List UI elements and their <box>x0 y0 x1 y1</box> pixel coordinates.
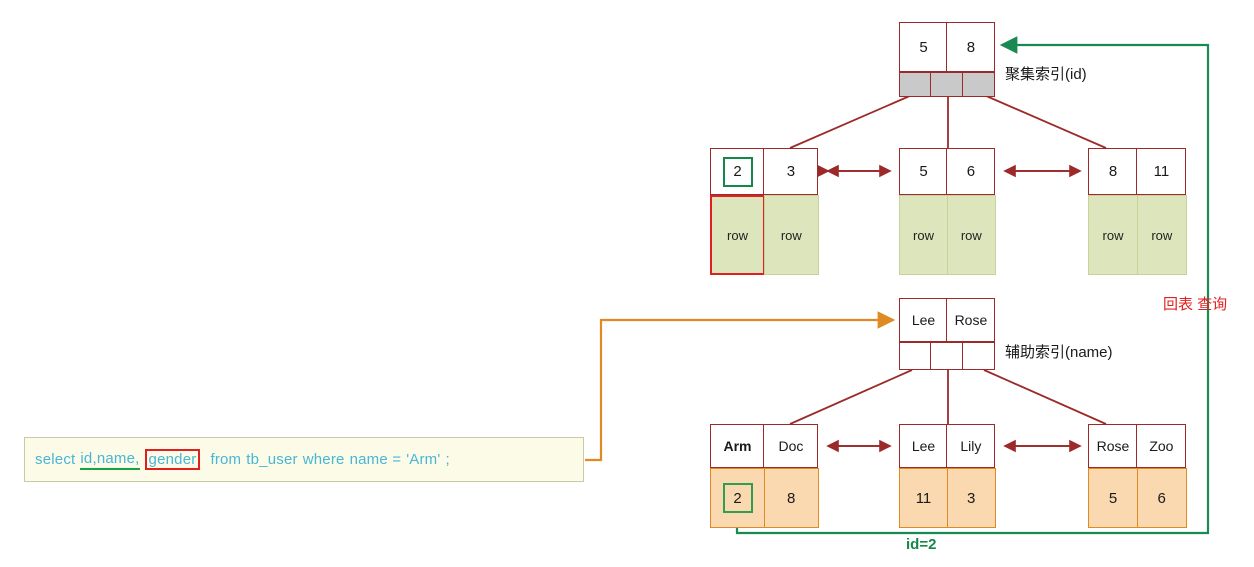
clustered-leaf-1-keys: 5 6 <box>899 148 996 195</box>
sql-predicate-value: 'Arm' <box>406 451 441 468</box>
secondary-leaf-2-key-1: Zoo <box>1136 424 1187 468</box>
clustered-leaf-0-rows: row row <box>710 195 819 275</box>
secondary-leaf-1-key-0: Lee <box>899 424 948 468</box>
secondary-index-label: 辅助索引(name) <box>1005 344 1113 361</box>
secondary-root-key-0: Lee <box>899 298 948 342</box>
clustered-leaf-0-key-0: 2 <box>710 148 765 195</box>
secondary-leaf-0-id-1: 8 <box>763 468 819 528</box>
secondary-leaf-2-ids: 5 6 <box>1088 468 1187 528</box>
secondary-leaf-0-id-0: 2 <box>710 468 765 528</box>
secondary-root-pointer-0 <box>899 342 932 370</box>
sql-keyword-select: select <box>35 451 76 468</box>
clustered-root-keys: 5 8 <box>899 22 996 72</box>
highlight-key-2: 2 <box>722 156 753 187</box>
secondary-leaf-1-key-1: Lily <box>946 424 996 468</box>
sql-table-name: tb_user <box>246 451 298 468</box>
clustered-leaf-0-row-0: row <box>710 195 765 275</box>
clustered-root-key-1: 8 <box>946 22 996 72</box>
secondary-leaf-node-0: Arm Doc 2 8 <box>710 424 819 528</box>
secondary-leaf-0-keys: Arm Doc <box>710 424 819 468</box>
sql-keyword-from: from <box>210 451 242 468</box>
back-to-table-label: 回表 查询 <box>1163 296 1228 313</box>
clustered-leaf-2-row-1: row <box>1136 195 1187 275</box>
sql-predicate-column: name = <box>349 451 402 468</box>
secondary-leaf-1-id-0: 11 <box>899 468 948 528</box>
clustered-leaf-2-keys: 8 11 <box>1088 148 1187 195</box>
secondary-root-pointer-1 <box>930 342 964 370</box>
clustered-leaf-1-key-1: 6 <box>946 148 996 195</box>
clustered-root-pointer-1 <box>930 72 964 97</box>
clustered-leaf-node-0: 2 3 row row <box>710 148 819 275</box>
sql-statement-box: select id,name, gender from tb_user wher… <box>24 437 584 482</box>
clustered-leaf-1-row-1: row <box>946 195 996 275</box>
clustered-leaf-2-rows: row row <box>1088 195 1187 275</box>
clustered-leaf-0-key-1: 3 <box>763 148 819 195</box>
secondary-leaf-0-key-0: Arm <box>710 424 765 468</box>
clustered-root-pointer-0 <box>899 72 932 97</box>
secondary-root-pointers <box>899 342 995 370</box>
secondary-leaf-2-keys: Rose Zoo <box>1088 424 1187 468</box>
sql-keyword-where: where <box>302 451 345 468</box>
clustered-leaf-1-key-0: 5 <box>899 148 948 195</box>
clustered-root-pointers <box>899 72 995 97</box>
clustered-index-label: 聚集索引(id) <box>1005 66 1087 83</box>
clustered-leaf-1-rows: row row <box>899 195 996 275</box>
secondary-leaf-1-id-1: 3 <box>946 468 996 528</box>
secondary-leaf-2-key-0: Rose <box>1088 424 1138 468</box>
secondary-leaf-node-1: Lee Lily 11 3 <box>899 424 996 528</box>
secondary-leaf-2-id-1: 6 <box>1136 468 1187 528</box>
secondary-leaf-1-keys: Lee Lily <box>899 424 996 468</box>
clustered-leaf-0-row-1: row <box>763 195 819 275</box>
clustered-leaf-0-keys: 2 3 <box>710 148 819 195</box>
clustered-root-node: 5 8 <box>899 22 996 97</box>
clustered-root-key-0: 5 <box>899 22 948 72</box>
clustered-leaf-2-key-0: 8 <box>1088 148 1138 195</box>
clustered-leaf-1-row-0: row <box>899 195 948 275</box>
clustered-leaf-node-1: 5 6 row row <box>899 148 996 275</box>
secondary-root-keys: Lee Rose <box>899 298 996 342</box>
id-equals-label: id=2 <box>906 536 937 553</box>
sql-semicolon: ; <box>445 451 450 468</box>
secondary-leaf-0-key-1: Doc <box>763 424 819 468</box>
secondary-leaf-1-ids: 11 3 <box>899 468 996 528</box>
secondary-leaf-0-ids: 2 8 <box>710 468 819 528</box>
secondary-root-node: Lee Rose <box>899 298 996 370</box>
clustered-leaf-2-row-0: row <box>1088 195 1138 275</box>
clustered-root-pointer-2 <box>961 72 995 97</box>
secondary-root-pointer-2 <box>961 342 995 370</box>
secondary-leaf-2-id-0: 5 <box>1088 468 1138 528</box>
clustered-leaf-2-key-1: 11 <box>1136 148 1187 195</box>
clustered-leaf-node-2: 8 11 row row <box>1088 148 1187 275</box>
sql-columns-covered: id,name, <box>80 450 140 470</box>
secondary-leaf-node-2: Rose Zoo 5 6 <box>1088 424 1187 528</box>
secondary-root-key-1: Rose <box>946 298 996 342</box>
sql-column-gender: gender <box>144 449 201 470</box>
highlight-id-2: 2 <box>722 483 753 513</box>
